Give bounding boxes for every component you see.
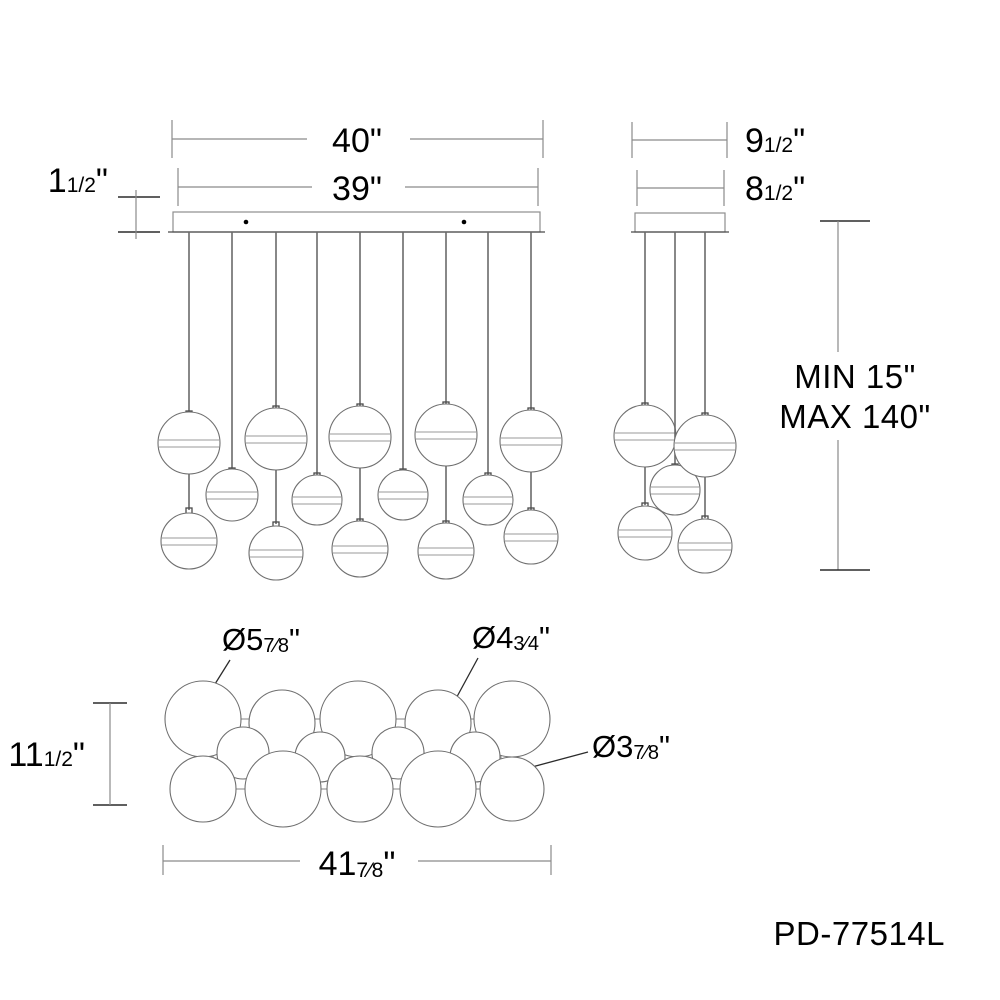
sphere-small-8 (462, 474, 514, 526)
sphere-large-1 (157, 411, 221, 475)
sphere-small-4 (291, 474, 343, 526)
sphere-large-3 (244, 407, 308, 471)
front-canopy (172, 211, 541, 233)
pendant-group-9 (499, 232, 563, 565)
sphere-small-6 (377, 469, 429, 521)
plan-width-label: 417⁄8" (319, 845, 396, 883)
side-sphere-large-3 (673, 414, 737, 478)
plan-view-fixture (164, 680, 551, 828)
side-sphere-medium-3b (677, 518, 733, 574)
sphere-medium-3b (248, 525, 304, 581)
sphere-large-7 (414, 403, 478, 467)
overall-width-label: 40" (332, 122, 382, 160)
pendant-group-7 (414, 232, 478, 580)
front-elevation-fixture (157, 211, 563, 581)
side-pendant-group-2 (649, 232, 701, 516)
side-canopy (634, 212, 726, 233)
plan-sphere-medium-8 (326, 755, 394, 823)
sphere-small-2 (205, 468, 259, 522)
pendant-group-5 (328, 232, 392, 578)
canopy-height-dimension (118, 190, 160, 239)
canopy-height-label: 11/2" (48, 162, 108, 200)
plan-depth-dimension (93, 702, 127, 806)
side-pendant-group-3 (673, 232, 737, 574)
side-overall-depth-dimension (631, 122, 728, 158)
plan-sphere-large-9 (399, 750, 477, 828)
side-sphere-medium-1b (617, 505, 673, 561)
front-overall-width-dimension (171, 120, 544, 158)
pendant-group-1 (157, 232, 221, 570)
canopy-mount-hole-left (243, 219, 249, 225)
side-elevation-fixture (613, 212, 737, 574)
max-hang-label: MAX 140" (779, 398, 930, 435)
product-code-label: PD-77514L (774, 915, 945, 952)
sphere-medium-9b (503, 509, 559, 565)
medium-sphere-diameter-label: Ø43⁄4" (472, 620, 550, 655)
sphere-medium-5b (331, 520, 389, 578)
canopy-depth-label: 81/2" (745, 170, 805, 208)
sphere-large-5 (328, 405, 392, 469)
plan-sphere-medium-10 (479, 756, 545, 822)
pendant-group-2 (205, 232, 259, 522)
plan-width-dimension (162, 845, 552, 875)
front-canopy-width-dimension (177, 168, 539, 206)
pendant-group-3 (244, 232, 308, 581)
plan-sphere-medium-6 (169, 755, 237, 823)
pendant-group-4 (291, 232, 343, 526)
plan-depth-label: 111/2" (8, 736, 85, 774)
min-hang-label: MIN 15" (794, 358, 916, 395)
sphere-large-9 (499, 409, 563, 473)
side-sphere-large-1 (613, 404, 677, 468)
side-canopy-depth-dimension (636, 170, 725, 206)
hang-height-dimension (820, 220, 870, 571)
plan-sphere-large-7 (244, 750, 322, 828)
small-sphere-diameter-label: Ø37⁄8" (592, 729, 670, 764)
canopy-width-label: 39" (332, 170, 382, 208)
canopy-mount-hole-right (461, 219, 467, 225)
pendant-group-6 (377, 232, 429, 521)
large-sphere-diameter-label: Ø57⁄8" (222, 622, 300, 657)
side-sphere-small-2 (649, 464, 701, 516)
overall-depth-label: 91/2" (745, 122, 805, 160)
sphere-medium-1b (160, 512, 218, 570)
pendant-group-8 (462, 232, 514, 526)
sphere-medium-7b (417, 522, 475, 580)
